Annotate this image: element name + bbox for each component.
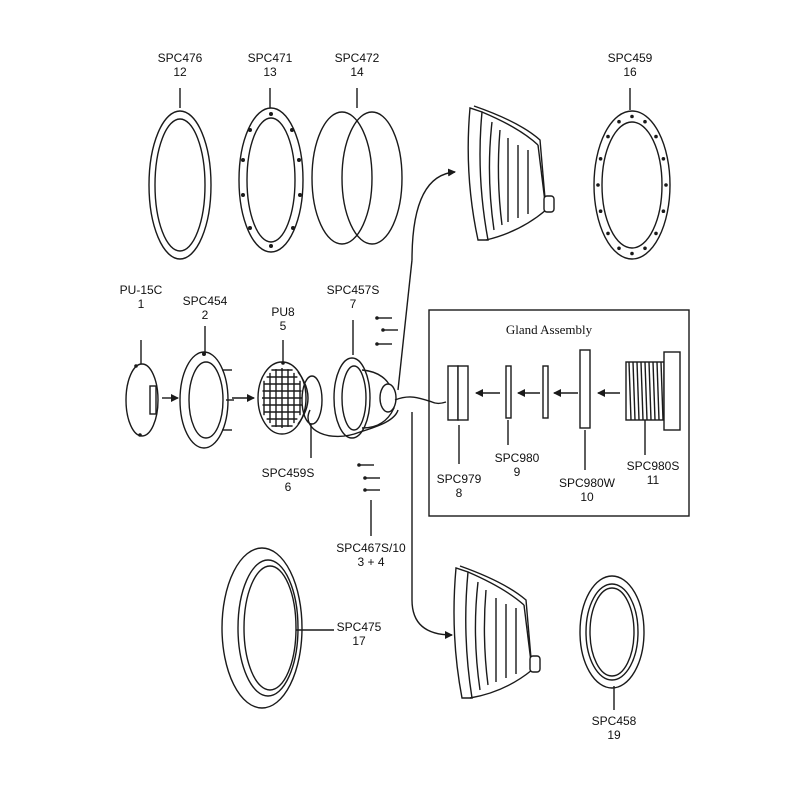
cable xyxy=(307,396,447,438)
part-number: 6 xyxy=(284,480,292,494)
thread-line xyxy=(652,361,656,421)
part-code: SPC454 xyxy=(182,294,228,308)
bolt-hole xyxy=(598,157,603,161)
part-label-14: SPC472 14 xyxy=(335,51,380,79)
part-label-13: SPC471 13 xyxy=(248,51,293,79)
part-number: 1 xyxy=(137,297,145,311)
part-number: 17 xyxy=(352,634,366,648)
part-code: PU8 xyxy=(271,305,295,319)
part-number: 13 xyxy=(263,65,277,79)
bolt-hole xyxy=(661,209,666,213)
flow-arrows xyxy=(162,168,620,639)
part-code: SPC476 xyxy=(157,51,203,65)
part-code: SPC459S xyxy=(261,466,315,480)
trim-ring-17 xyxy=(221,547,303,709)
part-number: 9 xyxy=(513,465,521,479)
part-code: SPC472 xyxy=(334,51,380,65)
bolt-hole xyxy=(664,183,668,187)
part-number: 14 xyxy=(350,65,364,79)
thread-line xyxy=(632,361,636,421)
ring-19 xyxy=(579,575,645,689)
part-label-19: SPC458 19 xyxy=(592,714,637,742)
part-label-17: SPC475 17 xyxy=(337,620,382,648)
bolt-hole xyxy=(643,246,647,251)
part-number: 19 xyxy=(607,728,621,742)
gland-assembly-box xyxy=(428,309,690,517)
part-code: SPC980S xyxy=(626,459,680,473)
part-code: SPC980W xyxy=(558,476,616,490)
part-label-10: SPC980W 10 xyxy=(559,476,615,504)
thread-line xyxy=(636,361,640,421)
niche-housing-upper xyxy=(467,105,555,241)
gasket-ring-13 xyxy=(238,107,304,253)
o-rings-14 xyxy=(311,111,403,245)
part-number: 12 xyxy=(173,65,187,79)
bolt-hole xyxy=(654,231,658,236)
bolt-hole xyxy=(617,119,621,124)
bolt-hole xyxy=(606,134,610,139)
thread-line xyxy=(644,361,648,421)
bolt-hole xyxy=(630,251,634,256)
gland-assembly-title: Gland Assembly xyxy=(505,322,593,337)
part-number: 7 xyxy=(349,297,357,311)
thread-line xyxy=(640,361,644,421)
thread-line xyxy=(628,361,632,421)
lens-1 xyxy=(125,363,159,437)
screws-3-4 xyxy=(357,316,398,492)
bolt-hole xyxy=(606,231,610,236)
bolt-hole xyxy=(596,183,600,187)
part-code: SPC471 xyxy=(247,51,293,65)
part-code: SPC980 xyxy=(494,451,540,465)
lamp-5 xyxy=(257,361,309,435)
trim-ring-12 xyxy=(148,110,212,260)
bolt-hole xyxy=(643,119,647,124)
part-code: SPC475 xyxy=(336,620,382,634)
front-ring-2 xyxy=(179,351,234,449)
part-number: 11 xyxy=(646,473,660,487)
part-number: 3 + 4 xyxy=(357,555,385,569)
part-code: SPC467S/10 xyxy=(336,541,406,555)
thread-line xyxy=(656,361,660,421)
gasket-6 xyxy=(301,375,323,425)
part-label-12: SPC476 12 xyxy=(158,51,203,79)
part-code: PU-15C xyxy=(119,283,163,297)
part-number: 5 xyxy=(279,319,287,333)
part-code: SPC979 xyxy=(436,472,482,486)
part-label-16: SPC459 16 xyxy=(608,51,653,79)
part-label-3-4: SPC467S/10 3 + 4 xyxy=(336,541,405,569)
niche-housing-lower xyxy=(453,565,541,699)
thread-line xyxy=(648,361,652,421)
bolt-hole xyxy=(654,134,658,139)
part-number: 16 xyxy=(623,65,637,79)
part-label-2: SPC454 2 xyxy=(183,294,228,322)
part-label-9: SPC980 9 xyxy=(495,451,540,479)
part-code: SPC459 xyxy=(607,51,653,65)
part-label-8: SPC979 8 xyxy=(437,472,482,500)
part-label-1: PU-15C 1 xyxy=(120,283,163,311)
part-label-6: SPC459S 6 xyxy=(262,466,315,494)
bolt-hole xyxy=(617,246,621,251)
gland-part-11 xyxy=(625,351,681,431)
bolt-hole xyxy=(661,157,666,161)
bolt-hole xyxy=(598,209,603,213)
part-number: 2 xyxy=(201,308,209,322)
part-label-11: SPC980S 11 xyxy=(627,459,680,487)
thread-line xyxy=(660,361,664,421)
rear-ring-7 xyxy=(333,357,397,439)
gland-part-8 xyxy=(447,365,469,421)
part-number: 8 xyxy=(455,486,463,500)
part-code: SPC458 xyxy=(591,714,637,728)
bolt-hole xyxy=(630,114,634,119)
part-number: 10 xyxy=(580,490,594,504)
part-label-7: SPC457S 7 xyxy=(327,283,380,311)
gland-part-9 xyxy=(505,365,549,419)
part-code: SPC457S xyxy=(326,283,380,297)
part-label-5: PU8 5 xyxy=(271,305,294,333)
leader-lines xyxy=(140,88,646,710)
flange-ring-16 xyxy=(593,110,671,260)
gland-part-10 xyxy=(579,349,591,429)
